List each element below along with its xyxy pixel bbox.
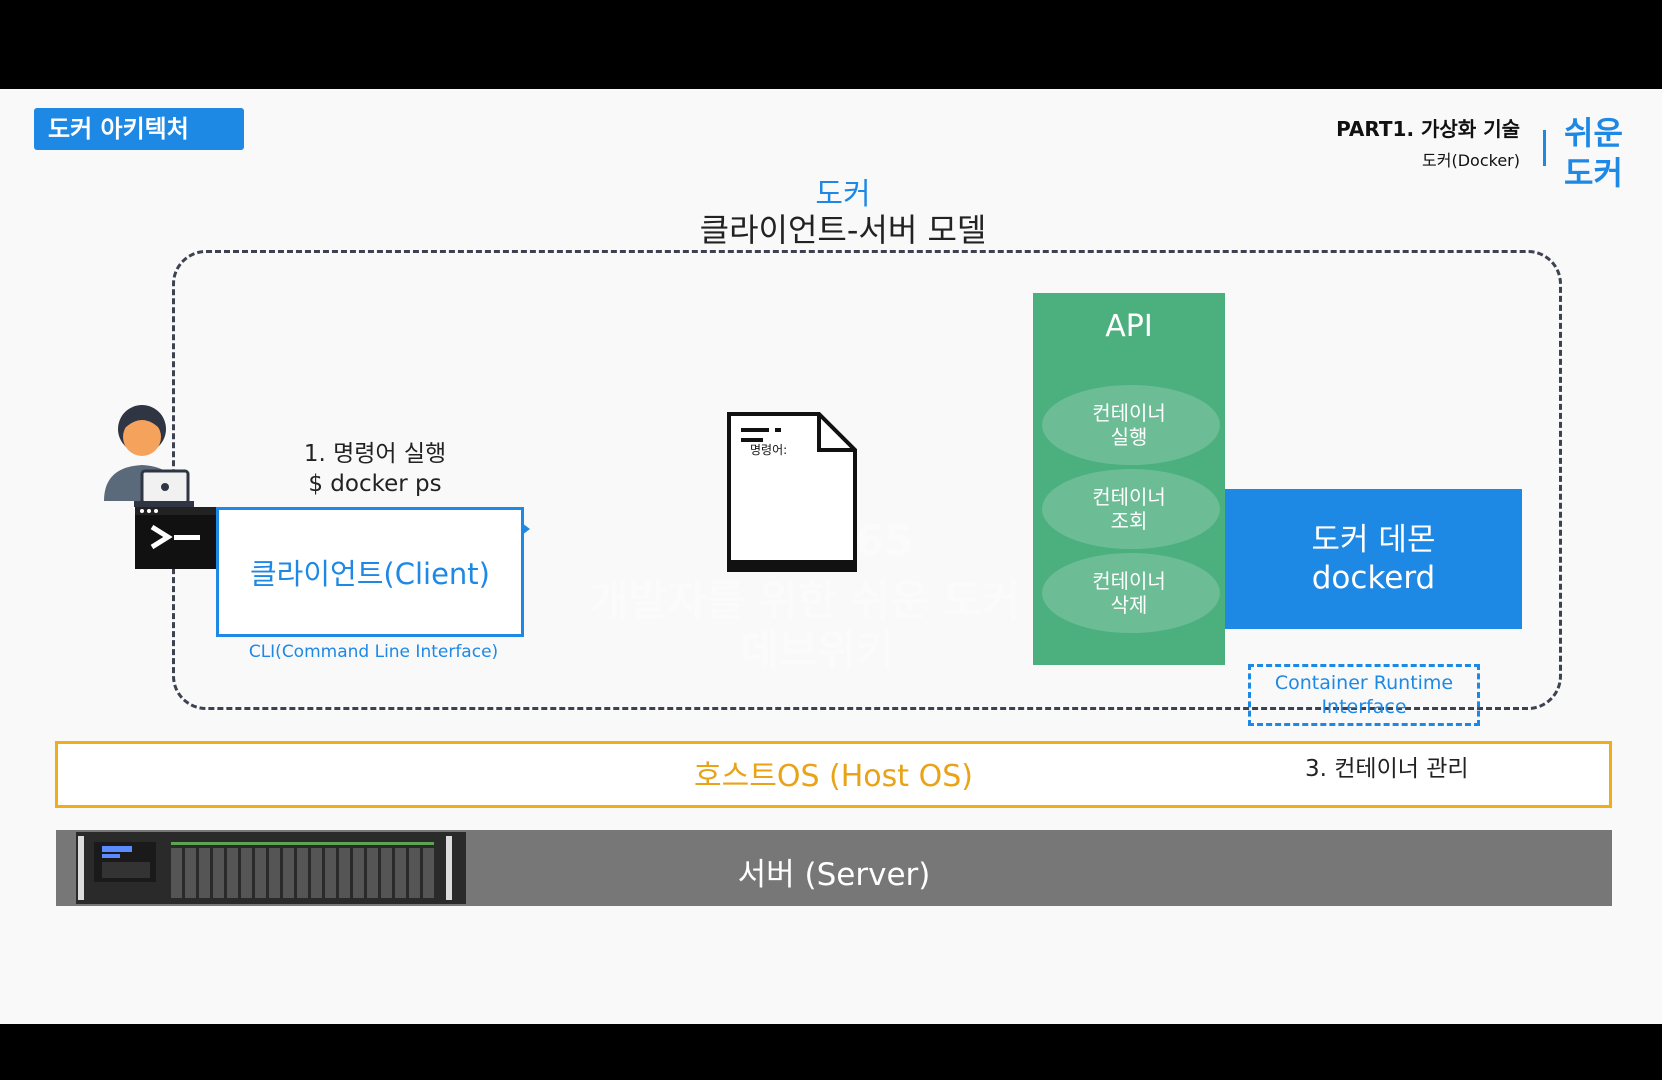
api-item-list-line1: 컨테이너 bbox=[1092, 485, 1166, 509]
api-item-run-bg bbox=[1042, 385, 1220, 465]
daemon-name-en: dockerd bbox=[1311, 560, 1436, 596]
container-management-label: 3. 컨테이너 관리 bbox=[1305, 756, 1469, 782]
api-item-delete-line2: 삭제 bbox=[1110, 593, 1148, 617]
container-runtime-interface: Container Runtime Interface bbox=[1248, 664, 1480, 726]
cli-label: CLI(Command Line Interface) bbox=[248, 642, 499, 662]
api-item-list-line2: 조회 bbox=[1110, 509, 1148, 533]
api-item-delete-bg bbox=[1042, 553, 1220, 633]
command-caption: 1. 명령어 실행 $ docker ps bbox=[255, 439, 495, 499]
cri-line1: Container Runtime bbox=[1274, 672, 1454, 694]
docker-daemon-box: 도커 데몬 dockerd bbox=[1225, 489, 1522, 629]
api-item-delete: 컨테이너 삭제 bbox=[1033, 569, 1225, 617]
client-arrow-icon bbox=[522, 523, 530, 535]
command-step: 1. 명령어 실행 bbox=[303, 441, 447, 467]
server-label: 서버 (Server) bbox=[737, 857, 931, 893]
command-text: $ docker ps bbox=[308, 471, 442, 497]
slide: 도커 아키텍처 PART1. 가상화 기술 도커(Docker) 쉬운 도커 도… bbox=[0, 89, 1662, 1024]
api-item-list: 컨테이너 조회 bbox=[1033, 485, 1225, 533]
brand-logo: 쉬운 도커 bbox=[1564, 113, 1634, 193]
api-title: API bbox=[1105, 309, 1153, 344]
diagram-title-main: 도커 bbox=[815, 177, 871, 212]
client-box: 클라이언트(Client) bbox=[216, 507, 524, 637]
api-item-run-line1: 컨테이너 bbox=[1092, 401, 1166, 425]
api-item-run: 컨테이너 실행 bbox=[1033, 401, 1225, 449]
api-panel bbox=[1033, 293, 1225, 665]
header-divider bbox=[1543, 130, 1546, 166]
server-rack-icon bbox=[76, 832, 466, 904]
diagram-title-sub: 클라이언트-서버 모델 bbox=[699, 211, 987, 249]
document-icon bbox=[727, 412, 857, 572]
document-label: 명령어: bbox=[750, 443, 788, 457]
brand-line-1: 쉬운 bbox=[1564, 114, 1623, 152]
cri-line2: Interface bbox=[1321, 696, 1407, 718]
api-item-delete-line1: 컨테이너 bbox=[1092, 569, 1166, 593]
watermark-line-1: 개발자를 위한 쉬운 도커 bbox=[590, 576, 1021, 625]
daemon-name-ko: 도커 데몬 bbox=[1311, 522, 1436, 558]
api-item-run-line2: 실행 bbox=[1110, 425, 1148, 449]
api-item-list-bg bbox=[1042, 469, 1220, 549]
host-os-layer bbox=[55, 741, 1612, 808]
developer-icon bbox=[100, 401, 225, 581]
section-tag: 도커 아키텍처 bbox=[34, 108, 244, 150]
watermark-line-2: 데브위키 bbox=[740, 626, 895, 675]
part-subtitle: 도커(Docker) bbox=[1422, 151, 1520, 170]
host-os-label: 호스트OS (Host OS) bbox=[694, 759, 973, 794]
part-title: PART1. 가상화 기술 bbox=[1336, 117, 1520, 141]
brand-line-2: 도커 bbox=[1564, 154, 1623, 192]
